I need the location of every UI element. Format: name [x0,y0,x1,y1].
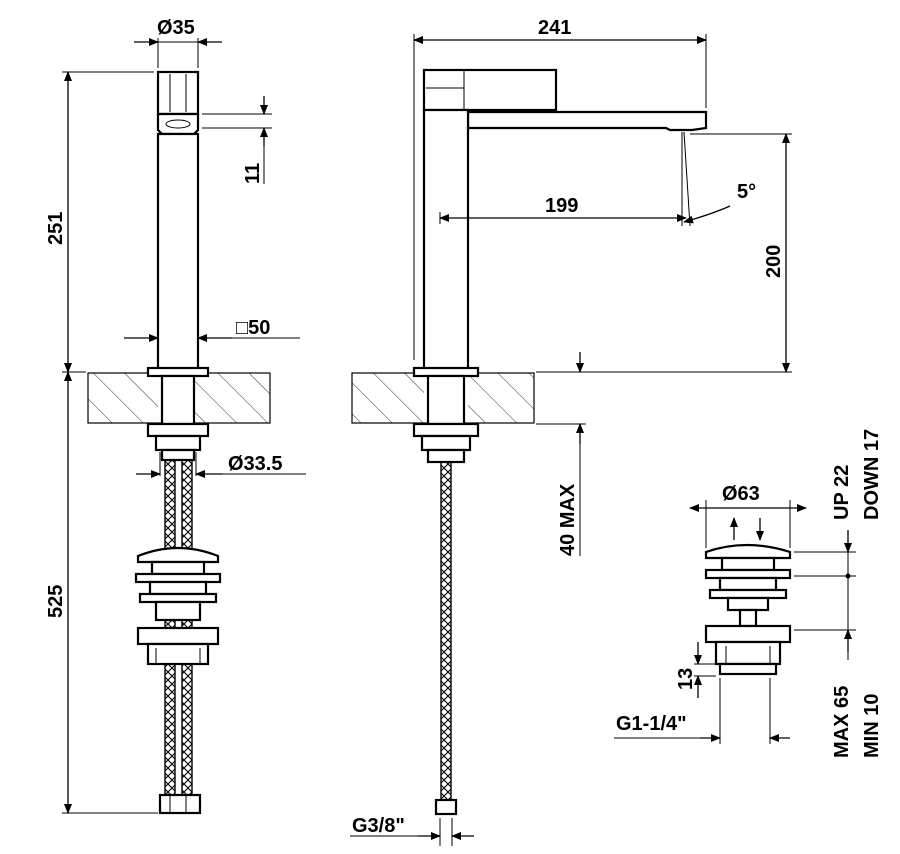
dim-d63: Ø63 [722,483,760,505]
dim-h525: 525 [45,585,67,618]
waste-dimensions: Ø63 UP 22 DOWN 17 MAX 65 MIN 10 13 G1-1/… [614,429,883,758]
side-dimensions: 241 199 5° 200 40 MAX G3/8" [350,17,792,846]
dim-g38: G3/8" [352,815,405,837]
dim-h251: 251 [45,212,67,245]
dim-w241: 241 [538,17,571,39]
dim-ang5: 5° [737,181,756,203]
front-view [87,70,271,815]
handle-front [156,70,200,116]
dim-max40: 40 MAX [557,483,579,556]
hose-side [440,461,452,801]
dim-w199: 199 [545,195,578,217]
dim-down17: DOWN 17 [861,429,883,520]
front-dimensions: Ø35 251 11 □50 525 Ø33.5 [45,17,306,814]
dim-d35: Ø35 [157,17,195,39]
dim-h200: 200 [763,245,785,278]
dim-min10: MIN 10 [861,694,883,758]
dim-h13: 13 [675,668,697,690]
side-view [351,68,708,816]
dim-max65: MAX 65 [831,686,853,758]
dim-d33_5: Ø33.5 [228,453,282,475]
dim-h11: 11 [242,163,264,184]
column-side [422,108,470,372]
handle-side [422,68,558,112]
dim-g114: G1-1/4" [616,713,687,735]
column-front [156,132,200,372]
spout [424,110,708,132]
dim-sq50: □50 [236,317,270,339]
pop-up-waste [704,517,792,676]
dim-up22: UP 22 [831,465,853,520]
